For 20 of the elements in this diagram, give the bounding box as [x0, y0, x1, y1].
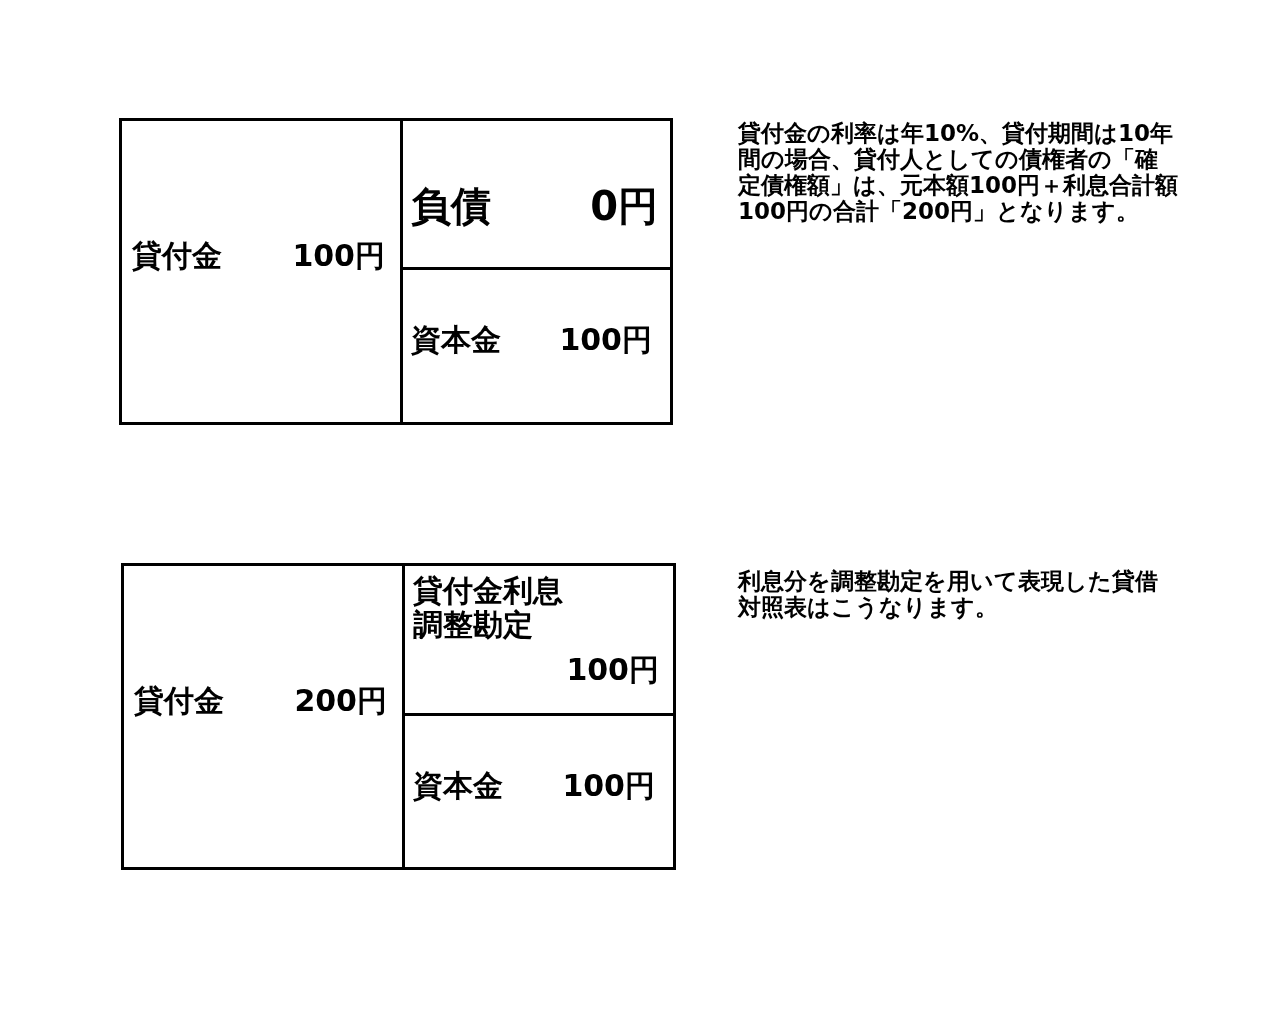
- amount: 0円: [590, 182, 658, 231]
- account-name: 資本金: [413, 767, 503, 805]
- account-name: 貸付金利息調整勘定: [413, 574, 564, 642]
- balance-sheet-cell: [400, 118, 673, 270]
- balance-sheet-cell: [402, 563, 676, 716]
- balance-sheet-cell: [400, 267, 673, 425]
- explanation-note: 貸付金の利率は年10%、貸付期間は10年間の場合、貸付人としての債権者の「確定債権額」は、元本額100円＋利息合計額100円の合計「200円」となります。: [738, 120, 1178, 224]
- balance-sheet-cell: [121, 563, 405, 870]
- amount: 100円: [559, 321, 652, 359]
- explanation-note: 利息分を調整勘定を用いて表現した貸借対照表はこうなります。: [738, 568, 1159, 620]
- account-name: 貸付金: [134, 682, 224, 720]
- amount: 100円: [292, 237, 385, 275]
- account-name: 資本金: [411, 321, 501, 359]
- amount: 100円: [566, 651, 659, 689]
- balance-sheet-cell: [119, 118, 403, 425]
- account-name: 貸付金: [132, 237, 222, 275]
- account-name: 負債: [411, 182, 491, 231]
- amount: 200円: [294, 682, 387, 720]
- amount: 100円: [562, 767, 655, 805]
- balance-sheet-cell: [402, 713, 676, 870]
